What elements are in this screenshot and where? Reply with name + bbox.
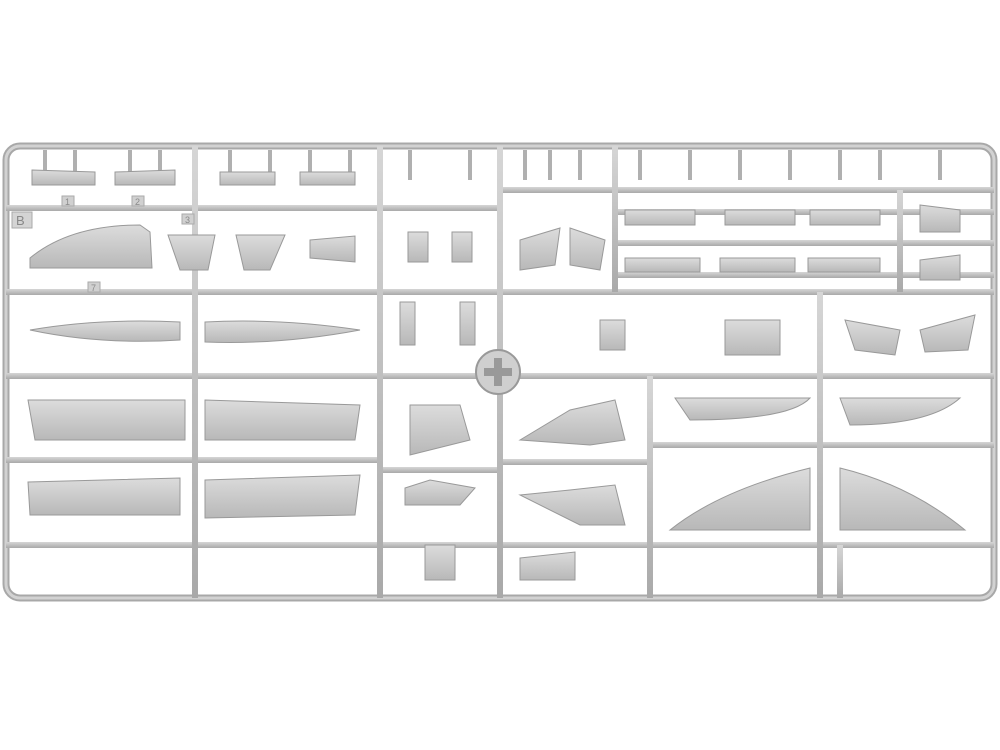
kit-part	[668, 467, 811, 531]
runner-vertical	[897, 190, 903, 292]
part-number: 7	[91, 283, 96, 293]
runner-vertical	[647, 376, 653, 598]
kit-part	[518, 399, 626, 446]
kit-part	[839, 397, 962, 426]
kit-part	[204, 320, 361, 343]
part-number: 1	[65, 197, 70, 207]
kit-part	[674, 397, 812, 421]
kit-part	[919, 204, 961, 233]
gate	[578, 150, 582, 180]
gate	[788, 150, 792, 180]
runner-vertical	[612, 146, 618, 292]
runner-horizontal	[500, 187, 994, 193]
runner-vertical	[377, 146, 383, 598]
kit-part	[309, 235, 356, 263]
part-number: 3	[185, 215, 190, 225]
runner-horizontal	[500, 289, 994, 295]
gate	[548, 150, 552, 180]
gate	[738, 150, 742, 180]
kit-part	[424, 544, 456, 581]
gate	[128, 150, 132, 180]
center-cross-hub	[475, 349, 521, 395]
gate	[688, 150, 692, 180]
kit-part	[569, 227, 606, 271]
kit-part	[624, 257, 701, 273]
gate	[158, 150, 162, 180]
gate	[638, 150, 642, 180]
gate	[228, 150, 232, 180]
runner-horizontal	[500, 459, 650, 465]
runner-horizontal	[380, 467, 500, 473]
sprue-letter: B	[16, 213, 25, 228]
gate	[878, 150, 882, 180]
gate	[43, 150, 47, 180]
kit-part	[204, 474, 361, 519]
kit-part	[204, 399, 361, 441]
gate	[468, 150, 472, 180]
kit-part	[919, 254, 961, 281]
kit-part	[409, 404, 471, 456]
kit-part	[219, 171, 276, 186]
kit-part	[807, 257, 881, 273]
kit-part	[719, 257, 796, 273]
kit-part	[518, 484, 626, 526]
gate	[308, 150, 312, 180]
kit-part	[27, 399, 186, 441]
kit-part	[724, 319, 781, 356]
gate	[938, 150, 942, 180]
kit-part	[519, 227, 561, 271]
kit-part	[27, 477, 181, 516]
kit-part	[519, 551, 576, 581]
runner-vertical	[837, 545, 843, 598]
kit-part	[459, 301, 476, 346]
gate	[838, 150, 842, 180]
kit-part	[167, 234, 216, 271]
sprue-letter-tag: B	[11, 211, 33, 229]
runner-horizontal	[615, 240, 994, 246]
part-number-tags: 1 2 3 7	[61, 195, 195, 293]
kit-part	[844, 319, 901, 356]
gate	[523, 150, 527, 180]
runner-horizontal	[615, 209, 994, 215]
gate	[348, 150, 352, 180]
gate	[408, 150, 412, 180]
kit-part	[451, 231, 473, 263]
runner-vertical	[192, 146, 198, 598]
runner-horizontal	[380, 289, 500, 295]
gate	[73, 150, 77, 180]
kit-part	[29, 224, 153, 269]
kit-part	[839, 467, 967, 531]
kit-part	[724, 209, 796, 226]
kit-part	[31, 169, 96, 186]
runner-horizontal	[380, 205, 500, 211]
kit-part	[919, 314, 976, 353]
runner-horizontal	[615, 272, 994, 278]
gate	[268, 150, 272, 180]
kit-part	[299, 171, 356, 186]
kit-part	[114, 169, 176, 186]
kit-part	[235, 234, 286, 271]
part-number: 2	[135, 197, 140, 207]
kit-part	[599, 319, 626, 351]
kit-part	[809, 209, 881, 226]
kit-part	[407, 231, 429, 263]
kit-part	[624, 209, 696, 226]
parts	[27, 169, 976, 581]
kit-part	[29, 320, 181, 342]
kit-part	[404, 479, 476, 506]
kit-part	[399, 301, 416, 346]
runner-vertical	[817, 292, 823, 598]
